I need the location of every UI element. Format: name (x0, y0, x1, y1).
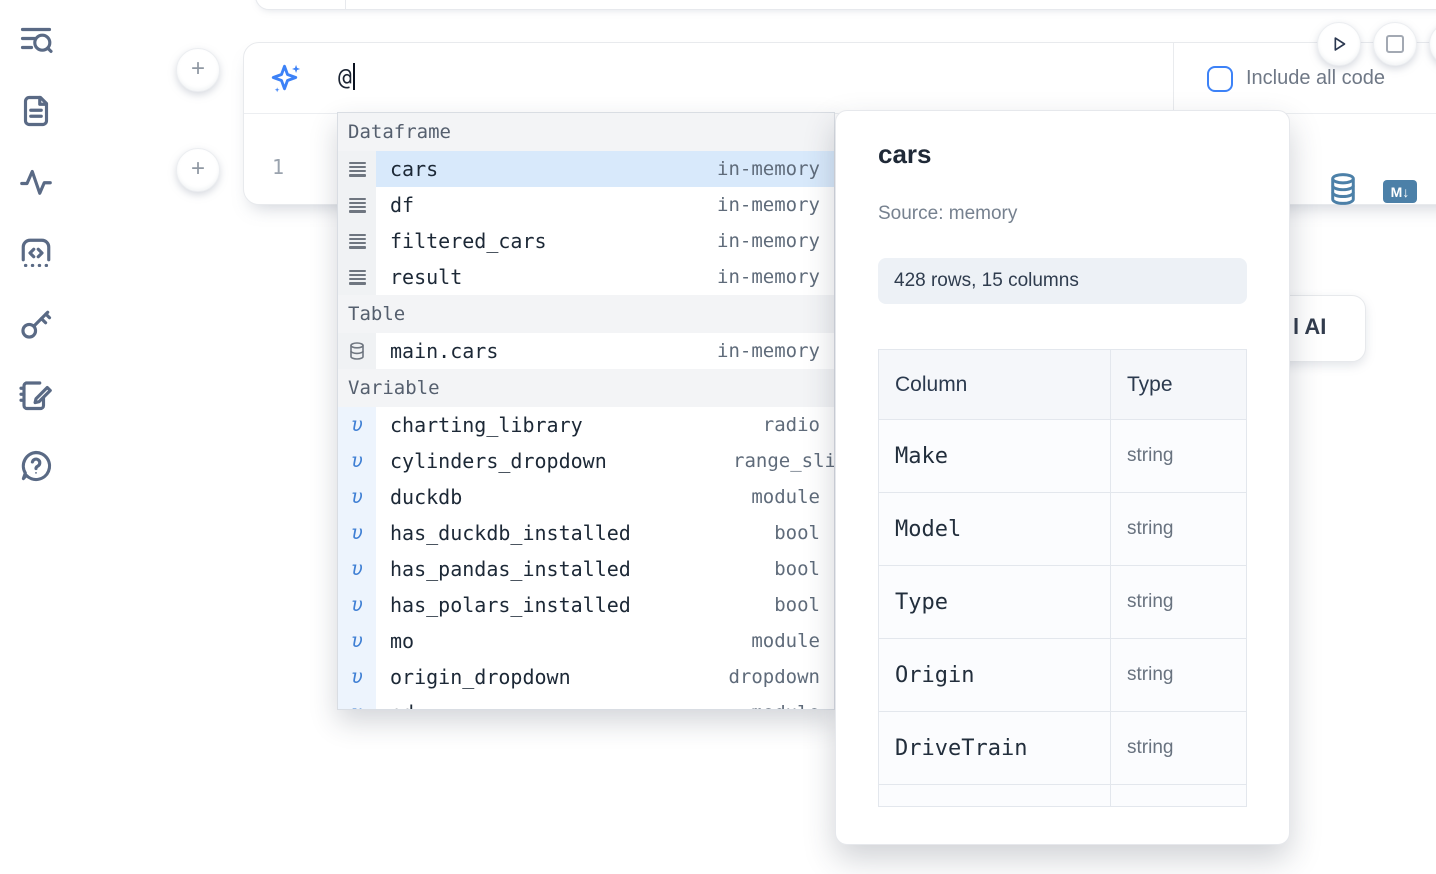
preview-shape-badge: 428 rows, 15 columns (878, 258, 1247, 304)
variable-icon: υ (338, 515, 376, 551)
add-cell-above-button[interactable]: + (176, 48, 220, 92)
variable-icon: υ (338, 551, 376, 587)
plus-glyph: + (190, 55, 205, 82)
run-cell-button[interactable] (1317, 22, 1361, 66)
section-header-table: Table (338, 295, 834, 333)
preview-source: Source: memory (878, 203, 1018, 224)
dataframe-icon (338, 151, 376, 187)
table-row: Make string (879, 420, 1246, 493)
include-all-code-checkbox[interactable] (1207, 65, 1233, 92)
variable-icon: υ (338, 443, 376, 479)
variable-icon: υ (338, 479, 376, 515)
dataframe-icon (338, 187, 376, 223)
option-duckdb[interactable]: υ duckdb module (338, 479, 834, 515)
option-has-pandas-installed[interactable]: υ has_pandas_installed bool (338, 551, 834, 587)
previous-cell-gutter-divider (345, 0, 346, 10)
stop-button[interactable] (1373, 22, 1417, 66)
option-main-cars[interactable]: main.cars in-memory (338, 333, 834, 369)
scratchpad-icon[interactable] (18, 377, 54, 413)
ai-sparkle-icon (268, 61, 304, 97)
schema-table: Column Type Make string Model string Typ… (878, 349, 1247, 807)
option-pd-clipped[interactable]: υ pd module (338, 695, 834, 709)
previous-cell-edge (255, 0, 1436, 10)
option-result[interactable]: result in-memory (338, 259, 834, 295)
include-all-code-label: Include all code (1246, 67, 1385, 89)
option-cars[interactable]: cars in-memory (338, 151, 834, 187)
toc-search-icon[interactable] (18, 22, 54, 58)
option-cylinders-dropdown[interactable]: υ cylinders_dropdown range_sli (338, 443, 834, 479)
option-charting-library[interactable]: υ charting_library radio (338, 407, 834, 443)
markdown-badge-button[interactable]: M↓ (1383, 180, 1417, 203)
section-header-dataframe: Dataframe (338, 113, 834, 151)
add-cell-below-button[interactable]: + (176, 148, 220, 192)
preview-title: cars (878, 139, 932, 169)
key-icon[interactable] (18, 306, 54, 342)
table-row-clipped (879, 785, 1246, 806)
section-header-variable: Variable (338, 369, 834, 407)
document-icon[interactable] (18, 93, 54, 129)
table-row: Model string (879, 493, 1246, 566)
line-number: 1 (272, 155, 285, 179)
table-row: DriveTrain string (879, 712, 1246, 785)
code-editor-row[interactable]: 1 M↓ (244, 115, 1436, 205)
type-header: Type (1127, 372, 1173, 396)
option-df[interactable]: df in-memory (338, 187, 834, 223)
variable-icon: υ (338, 587, 376, 623)
activity-icon[interactable] (18, 164, 54, 200)
variable-icon: υ (338, 659, 376, 695)
dataframe-preview-panel: cars Source: memory 428 rows, 15 columns… (835, 110, 1290, 845)
ai-row-divider (1173, 43, 1174, 113)
prompt-value: @ (338, 65, 352, 91)
option-has-polars-installed[interactable]: υ has_polars_installed bool (338, 587, 834, 623)
autocomplete-dropdown: Dataframe cars in-memory df in-memory fi… (337, 112, 835, 710)
variable-icon: υ (338, 623, 376, 659)
table-row: Type string (879, 566, 1246, 639)
option-origin-dropdown[interactable]: υ origin_dropdown dropdown (338, 659, 834, 695)
column-header: Column (879, 350, 1111, 419)
ai-prompt-input[interactable]: @ (338, 63, 355, 91)
table-icon (338, 333, 376, 369)
dataframe-icon (338, 259, 376, 295)
help-icon[interactable] (18, 448, 54, 484)
table-row: Origin string (879, 639, 1246, 712)
text-cursor (352, 63, 355, 90)
variable-icon: υ (338, 407, 376, 443)
dataframe-icon (338, 223, 376, 259)
option-filtered-cars[interactable]: filtered_cars in-memory (338, 223, 834, 259)
snippets-icon[interactable] (18, 235, 54, 271)
activity-sidebar (0, 0, 72, 874)
stop-icon (1386, 35, 1404, 53)
play-icon (1334, 37, 1346, 51)
schema-header-row: Column Type (879, 350, 1246, 420)
ai-prompt-row[interactable]: @ Include all code (244, 43, 1436, 114)
plus-glyph: + (190, 155, 205, 182)
option-has-duckdb-installed[interactable]: υ has_duckdb_installed bool (338, 515, 834, 551)
ai-card-label: l AI (1293, 314, 1327, 339)
variable-icon: υ (338, 695, 376, 709)
option-mo[interactable]: υ mo module (338, 623, 834, 659)
database-button[interactable] (1329, 173, 1357, 210)
